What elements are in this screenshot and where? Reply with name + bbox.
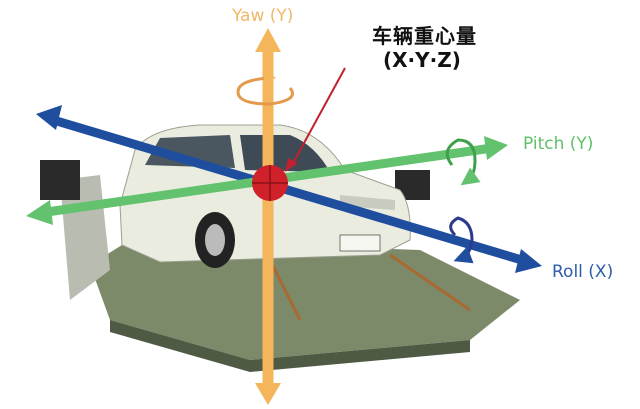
yaw-rotation-icon: [236, 72, 294, 106]
pitch-arrow-left-icon: [26, 200, 53, 225]
roll-label: Roll (X): [552, 262, 614, 282]
roll-rotation-icon: [449, 216, 474, 264]
pitch-arrow-right-icon: [484, 136, 508, 160]
pitch-label: Pitch (Y): [523, 134, 594, 154]
test-rig-platform: [40, 160, 520, 372]
pitch-rotation-icon: [445, 138, 481, 186]
yaw-label: Yaw (Y): [232, 6, 294, 26]
roll-arrow-back-icon: [36, 105, 62, 130]
center-of-gravity-axes-label: (X·Y·Z): [383, 48, 461, 72]
roll-axis: [36, 105, 542, 273]
roll-arrow-front-icon: [515, 249, 542, 273]
yaw-axis: [236, 28, 294, 405]
center-of-gravity-marker: [252, 67, 346, 201]
center-of-gravity-label: 车辆重心量: [372, 24, 477, 48]
yaw-arrow-up-icon: [255, 28, 281, 52]
yaw-arrow-down-icon: [255, 383, 281, 405]
